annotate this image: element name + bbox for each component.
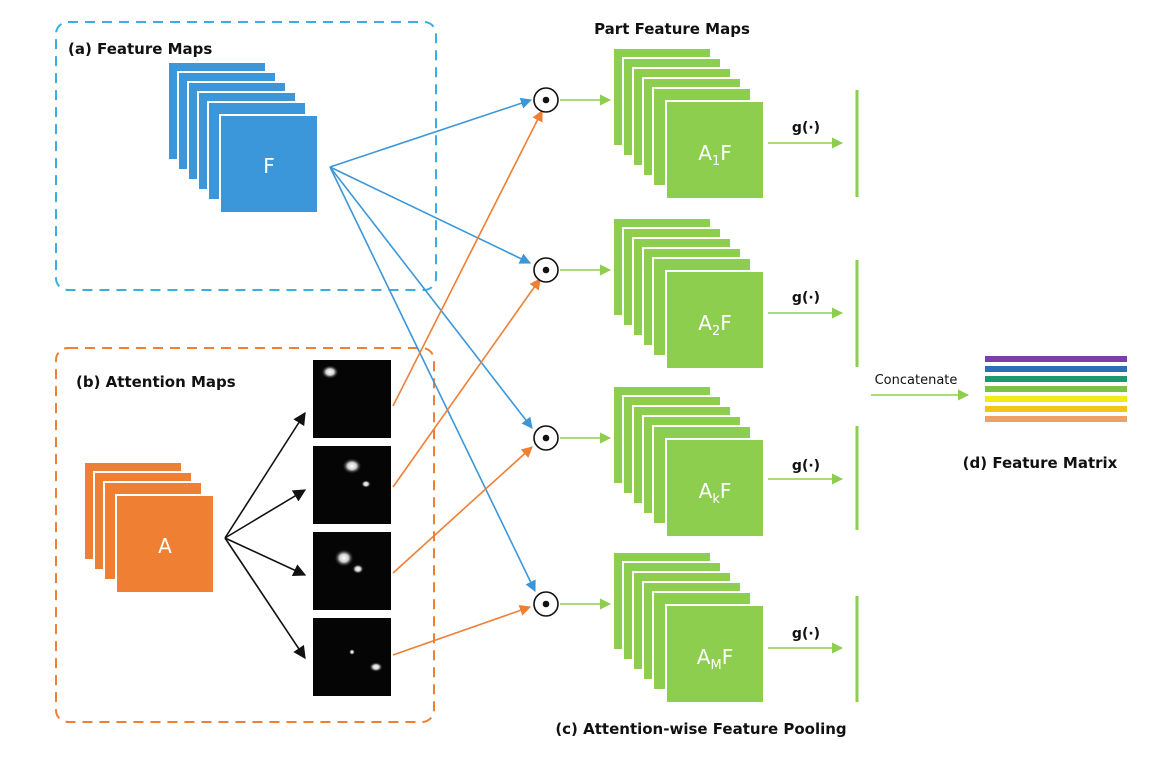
pooling-label: (c) Attention-wise Feature Pooling <box>555 720 846 738</box>
attention-map-thumb-3 <box>313 532 391 610</box>
part-label-2: A2F <box>698 311 731 339</box>
attention-map-thumb-2 <box>313 446 391 524</box>
multiply-node-4 <box>533 591 559 617</box>
part-label-4: AMF <box>697 645 733 673</box>
matrix-stripe-7 <box>985 416 1127 422</box>
matrix-stripe-4 <box>985 386 1127 392</box>
pooling-row-1: g(·) <box>768 90 859 197</box>
part-feature-maps-label: Part Feature Maps <box>594 20 750 38</box>
part-stack-3: AkF <box>612 385 765 538</box>
pooling-func-3: g(·) <box>792 458 820 474</box>
pooling-func-1: g(·) <box>792 120 820 136</box>
feature-matrix-label: (d) Feature Matrix <box>963 454 1118 472</box>
attention-stack: A <box>83 461 215 594</box>
pooling-row-2: g(·) <box>768 260 859 367</box>
matrix-stripe-3 <box>985 376 1127 382</box>
part-stack-4: AMF <box>612 551 765 704</box>
matrix-stripe-2 <box>985 366 1127 372</box>
attention-maps-label: (b) Attention Maps <box>76 373 236 391</box>
feature-to-multiply-arrows <box>329 97 536 593</box>
multiply-node-3 <box>533 425 559 451</box>
pooling-func-4: g(·) <box>792 626 820 642</box>
part-label-3: AkF <box>699 479 732 507</box>
attention-to-multiply-arrows <box>392 110 543 656</box>
attention-map-thumb-4 <box>313 618 391 696</box>
feature-matrix <box>985 356 1127 422</box>
pooling-row-3: g(·) <box>768 426 859 530</box>
attention-stack-label: A <box>158 534 172 558</box>
feature-maps-label: (a) Feature Maps <box>68 40 212 58</box>
multiply-to-part-arrows <box>560 94 612 610</box>
multiply-node-1 <box>533 87 559 113</box>
attention-split-arrows <box>224 411 307 660</box>
multiply-node-2 <box>533 257 559 283</box>
feature-stack: F <box>167 61 319 214</box>
matrix-stripe-5 <box>985 396 1127 402</box>
part-label-1: A1F <box>698 141 731 169</box>
attention-map-thumb-1 <box>313 360 391 438</box>
part-stack-2: A2F <box>612 217 765 370</box>
pooling-row-4: g(·) <box>768 596 859 702</box>
feature-stack-label: F <box>263 154 275 178</box>
part-stack-1: A1F <box>612 47 765 200</box>
matrix-stripe-6 <box>985 406 1127 412</box>
pooling-func-2: g(·) <box>792 290 820 306</box>
feature-maps-box <box>55 21 437 291</box>
concatenate-label: Concatenate <box>875 373 958 388</box>
matrix-stripe-1 <box>985 356 1127 362</box>
